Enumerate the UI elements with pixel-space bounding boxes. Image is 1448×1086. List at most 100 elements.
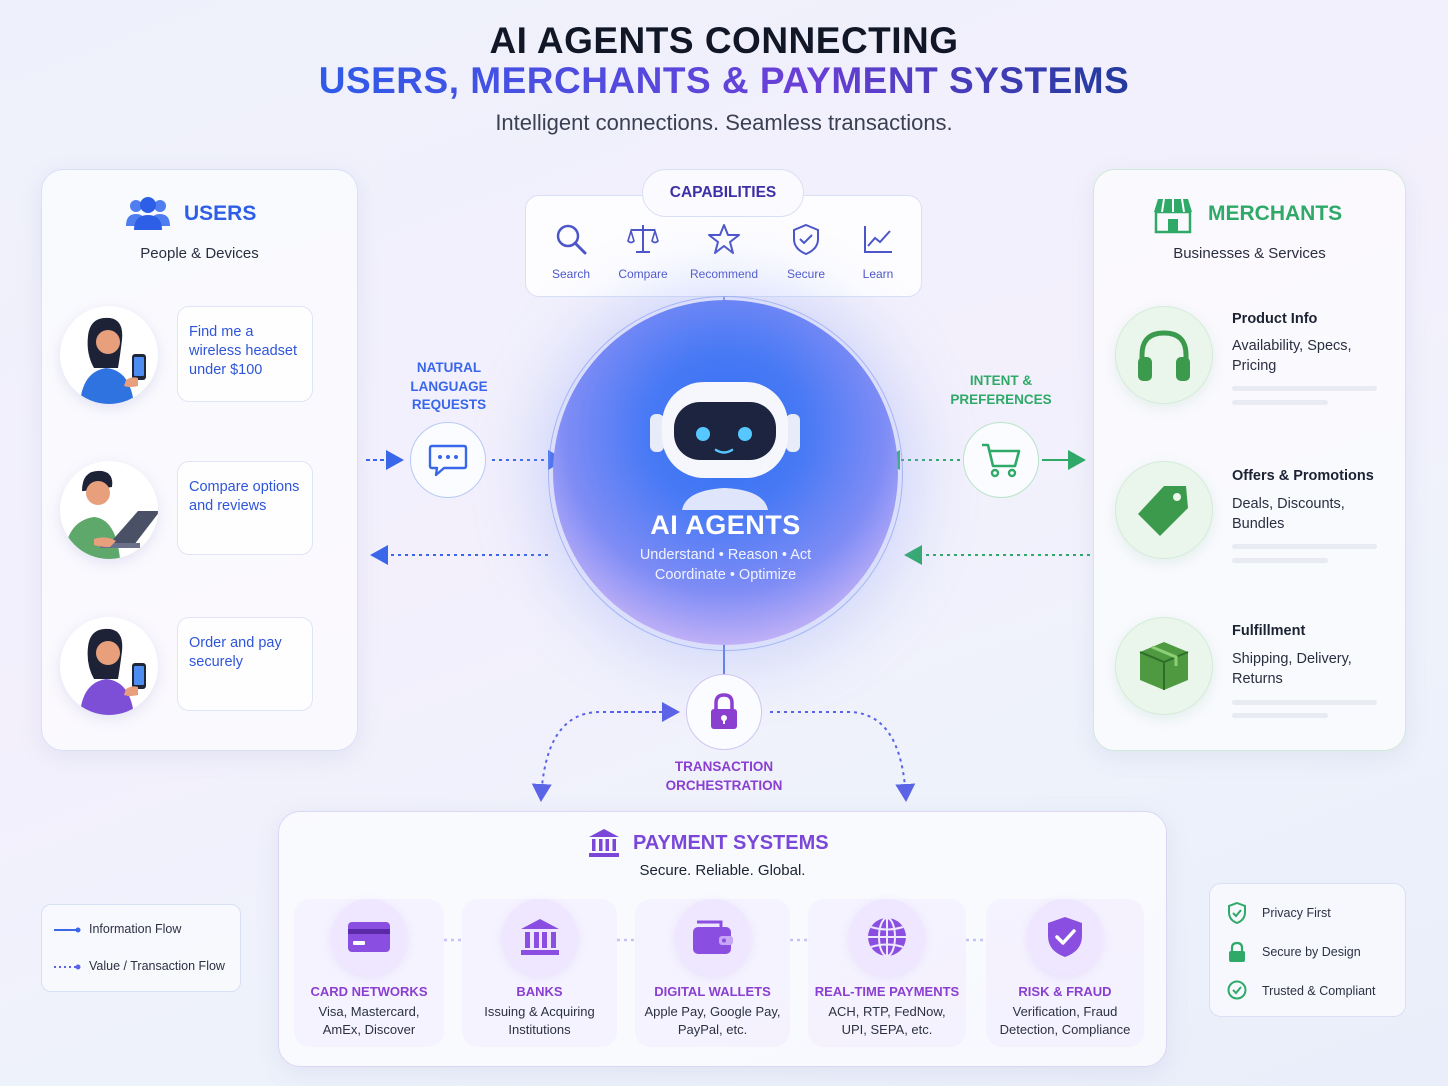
ai-agents-title: AI AGENTS bbox=[650, 510, 801, 540]
shield-check-icon bbox=[1048, 917, 1082, 957]
man-with-laptop-icon bbox=[64, 470, 158, 559]
transaction-lock-node bbox=[686, 674, 762, 750]
pay-desc-line-2: PayPal, etc. bbox=[677, 1022, 748, 1037]
pay-desc-line-2: AmEx, Discover bbox=[322, 1022, 416, 1037]
chat-bubble-icon bbox=[428, 444, 468, 477]
skeleton-line bbox=[1232, 386, 1377, 391]
pay-icon-circle bbox=[1027, 899, 1103, 975]
robot-icon bbox=[650, 382, 800, 510]
merchant-title-2: Offers & Promotions bbox=[1232, 468, 1374, 484]
skeleton-line bbox=[1232, 544, 1377, 549]
natural-language-label: NATURAL LANGUAGE REQUESTS bbox=[394, 359, 504, 415]
subtitle: Intelligent connections. Seamless transa… bbox=[495, 110, 953, 135]
user-avatar-2 bbox=[60, 461, 158, 559]
chat-node bbox=[410, 422, 486, 498]
payment-banks: BANKS Issuing & Acquiring Institutions bbox=[462, 899, 617, 1047]
pay-title: CARD NETWORKS bbox=[310, 984, 428, 999]
capability-recommend: Recommend bbox=[684, 222, 764, 281]
pay-desc-line-1: ACH, RTP, FedNow, bbox=[828, 1004, 946, 1019]
scale-icon bbox=[627, 225, 659, 253]
check-circle-icon bbox=[1227, 980, 1247, 1000]
woman-with-phone-icon bbox=[80, 317, 146, 404]
capability-learn: Learn bbox=[838, 222, 918, 281]
legend-information-flow: Information Flow bbox=[89, 922, 182, 936]
bank-icon bbox=[520, 919, 559, 955]
merchant-title-3: Fulfillment bbox=[1232, 623, 1306, 639]
pay-title: REAL-TIME PAYMENTS bbox=[814, 984, 960, 999]
trust-secure: Secure by Design bbox=[1262, 945, 1361, 959]
capabilities-title: CAPABILITIES bbox=[642, 169, 804, 217]
payment-systems-title: PAYMENT SYSTEMS bbox=[633, 832, 829, 854]
legend-value-flow: Value / Transaction Flow bbox=[89, 959, 225, 973]
user-request-1: Find me a wireless headset under $100 bbox=[177, 306, 313, 402]
users-subtitle: People & Devices bbox=[140, 245, 259, 262]
pay-desc-line-2: Institutions bbox=[508, 1022, 571, 1037]
capability-compare: Compare bbox=[603, 222, 683, 281]
label-line: NATURAL bbox=[416, 360, 482, 375]
pay-icon-circle bbox=[849, 899, 925, 975]
pay-desc-line-1: Apple Pay, Google Pay, bbox=[644, 1004, 781, 1019]
pay-desc-line-1: Visa, Mastercard, bbox=[318, 1004, 420, 1019]
merchants-subtitle: Businesses & Services bbox=[1173, 245, 1326, 262]
label-line: INTENT & bbox=[969, 373, 1033, 388]
credit-card-icon bbox=[348, 922, 390, 952]
label-line: LANGUAGE bbox=[410, 378, 488, 394]
shield-check-icon bbox=[1228, 902, 1246, 924]
user-avatar-3 bbox=[60, 617, 158, 715]
title-line-1: AI AGENTS CONNECTING bbox=[489, 20, 959, 61]
package-icon bbox=[1139, 642, 1189, 690]
payment-card-networks: CARD NETWORKS Visa, Mastercard, AmEx, Di… bbox=[294, 899, 444, 1047]
lock-icon bbox=[711, 693, 737, 729]
payment-digital-wallets: DIGITAL WALLETS Apple Pay, Google Pay, P… bbox=[635, 899, 790, 1047]
user-request-2: Compare options and reviews bbox=[177, 461, 313, 555]
title-line-2-text: USERS, MERCHANTS & PAYMENT SYSTEMS bbox=[318, 60, 1130, 101]
skeleton-line bbox=[1232, 400, 1328, 405]
pay-desc-line-2: Detection, Compliance bbox=[999, 1022, 1131, 1037]
title-line-2: USERS, MERCHANTS & PAYMENT SYSTEMS bbox=[0, 60, 1448, 102]
pay-icon-circle bbox=[501, 899, 578, 975]
wallet-icon bbox=[692, 920, 733, 954]
users-icon bbox=[126, 197, 170, 230]
skeleton-line bbox=[1232, 558, 1328, 563]
trust-privacy: Privacy First bbox=[1262, 906, 1331, 920]
pay-icon-circle bbox=[674, 899, 751, 975]
pay-desc-line-2: UPI, SEPA, etc. bbox=[841, 1022, 933, 1037]
merchant-desc-3: Shipping, Delivery, Returns bbox=[1232, 651, 1352, 687]
shield-icon bbox=[793, 223, 819, 256]
woman-with-phone-icon bbox=[80, 628, 146, 715]
merchant-desc-1: Availability, Specs, Pricing bbox=[1232, 338, 1352, 374]
merchants-title: MERCHANTS bbox=[1208, 202, 1343, 225]
label-line: TRANSACTION bbox=[674, 759, 774, 774]
merchant-icon-circle-3 bbox=[1115, 617, 1213, 715]
intent-label: INTENT & PREFERENCES bbox=[941, 372, 1061, 409]
user-avatar-1 bbox=[60, 306, 158, 404]
shopping-cart-icon bbox=[982, 443, 1021, 478]
pay-desc-line-1: Issuing & Acquiring bbox=[484, 1004, 595, 1019]
merchant-title-1: Product Info bbox=[1232, 311, 1318, 327]
bank-icon bbox=[589, 829, 619, 857]
pay-title: RISK & FRAUD bbox=[1018, 984, 1112, 999]
payment-real-time: REAL-TIME PAYMENTS ACH, RTP, FedNow, UPI… bbox=[808, 899, 966, 1047]
label-line: ORCHESTRATION bbox=[665, 777, 783, 793]
capability-search: Search bbox=[531, 222, 611, 281]
skeleton-line bbox=[1232, 713, 1328, 718]
price-tag-icon bbox=[1138, 486, 1188, 536]
label-line: REQUESTS bbox=[411, 397, 487, 412]
trust-compliant: Trusted & Compliant bbox=[1262, 984, 1376, 998]
capability-label: Compare bbox=[618, 267, 668, 281]
solid-line-icon bbox=[54, 927, 81, 933]
transaction-label: TRANSACTION ORCHESTRATION bbox=[644, 758, 804, 795]
star-icon bbox=[708, 224, 740, 254]
lock-icon bbox=[1229, 941, 1245, 962]
ai-agents-line-2: Coordinate • Optimize bbox=[654, 567, 797, 583]
pay-title: DIGITAL WALLETS bbox=[654, 984, 771, 999]
line-chart-icon bbox=[864, 226, 892, 253]
pay-desc-line-1: Verification, Fraud bbox=[1012, 1004, 1118, 1019]
orb-ring bbox=[548, 296, 903, 651]
capability-label: Learn bbox=[862, 267, 894, 281]
pay-icon-circle bbox=[331, 899, 407, 975]
legend bbox=[41, 904, 241, 992]
user-request-3: Order and pay securely bbox=[177, 617, 313, 711]
ai-agents-line-1: Understand • Reason • Act bbox=[639, 547, 812, 563]
payment-risk-fraud: RISK & FRAUD Verification, Fraud Detecti… bbox=[986, 899, 1144, 1047]
